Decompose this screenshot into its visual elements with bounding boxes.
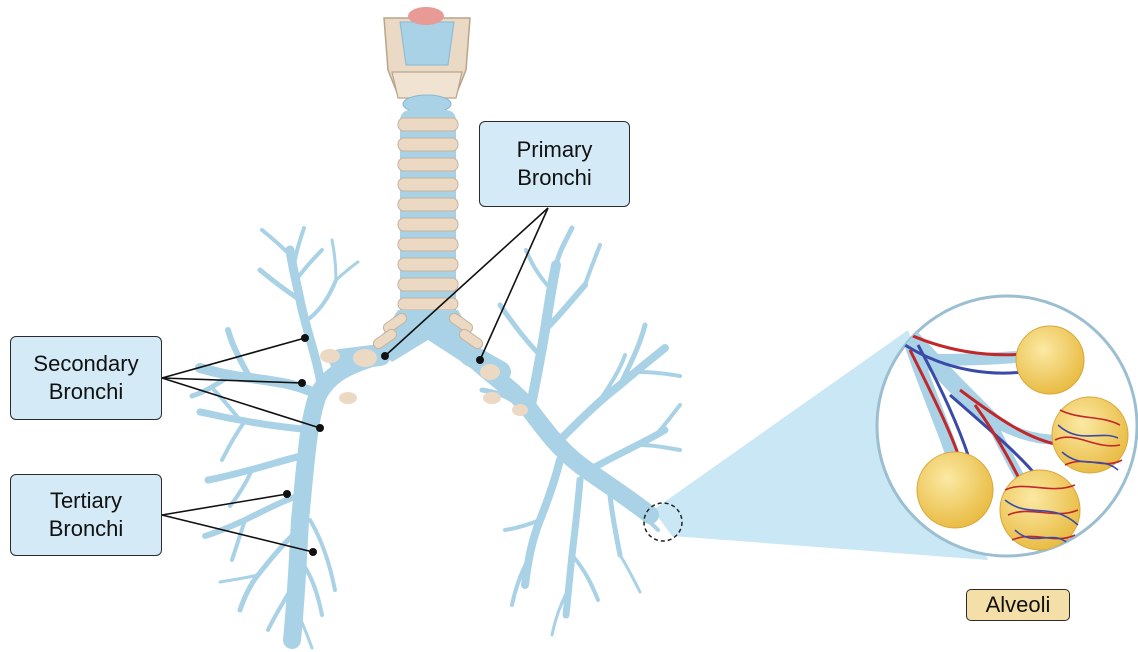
primary-bronchi-label: Primary Bronchi [479,121,630,207]
alveoli-magnified-view [877,296,1137,556]
secondary-bronchi-label-line2: Bronchi [49,378,124,406]
secondary-bronchi-label-line1: Secondary [33,350,138,378]
primary-bronchi-label-line1: Primary [517,136,593,164]
primary-bronchi-label-line2: Bronchi [517,164,592,192]
tertiary-bronchi-label-line1: Tertiary [50,487,122,515]
tertiary-bronchi-label: Tertiary Bronchi [10,474,162,556]
trachea [371,7,484,362]
secondary-bronchi-label: Secondary Bronchi [10,336,162,420]
tertiary-bronchi-label-line2: Bronchi [49,515,124,543]
alveoli-label: Alveoli [966,589,1070,621]
